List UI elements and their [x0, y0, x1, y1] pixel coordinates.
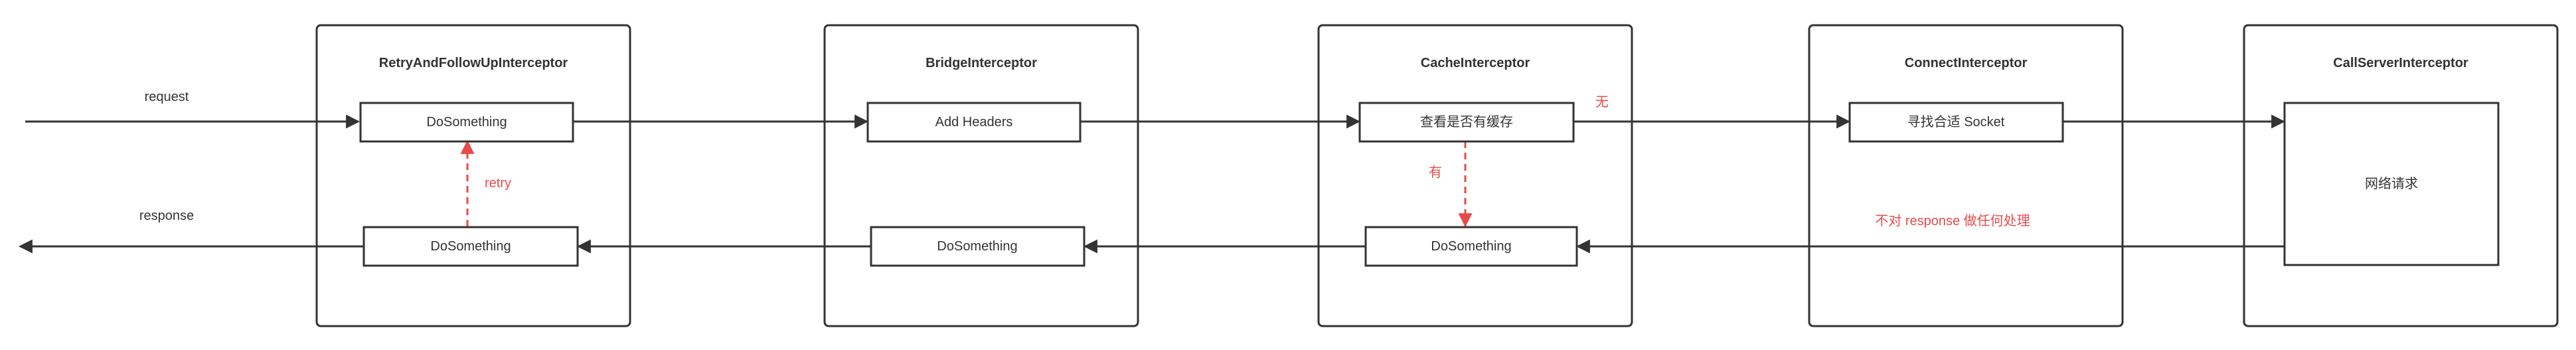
retry-label: retry: [485, 176, 511, 191]
callserver-request-node-label: 网络请求: [2365, 176, 2418, 191]
retry-request-node-label: DoSomething: [426, 115, 507, 130]
cache-hit-label: 有: [1429, 165, 1442, 180]
connect-request-node: [1848, 102, 2064, 143]
retry-response-node-label: DoSomething: [430, 239, 511, 254]
retry-interceptor-title: RetryAndFollowUpInterceptor: [379, 56, 568, 70]
response-label: response: [139, 209, 194, 223]
retry-response-node: [362, 226, 579, 267]
cache-request-node: [1358, 102, 1575, 143]
connect-request-node-label: 寻找合适 Socket: [1907, 114, 2005, 130]
cache-miss-label: 无: [1595, 95, 1609, 110]
bridge-request-node: [866, 102, 1082, 143]
bridge-request-node-label: Add Headers: [935, 115, 1013, 130]
bridge-response-node-label: DoSomething: [937, 239, 1017, 254]
bridge-interceptor-title: BridgeInterceptor: [926, 56, 1037, 70]
retry-request-node: [359, 102, 574, 143]
cache-response-node: [1364, 226, 1578, 267]
connect-note-label: 不对 response 做任何处理: [1875, 213, 2030, 228]
bridge-response-node: [870, 226, 1086, 267]
request-label: request: [145, 90, 189, 104]
cache-request-node-label: 查看是否有缓存: [1420, 114, 1513, 130]
connect-interceptor-box: [1808, 24, 2124, 327]
connect-interceptor-title: ConnectInterceptor: [1905, 56, 2028, 70]
callserver-interceptor-title: CallServerInterceptor: [2333, 56, 2468, 70]
cache-interceptor-title: CacheInterceptor: [1421, 56, 1530, 70]
callserver-request-node: [2283, 102, 2500, 266]
cache-response-node-label: DoSomething: [1431, 239, 1511, 254]
